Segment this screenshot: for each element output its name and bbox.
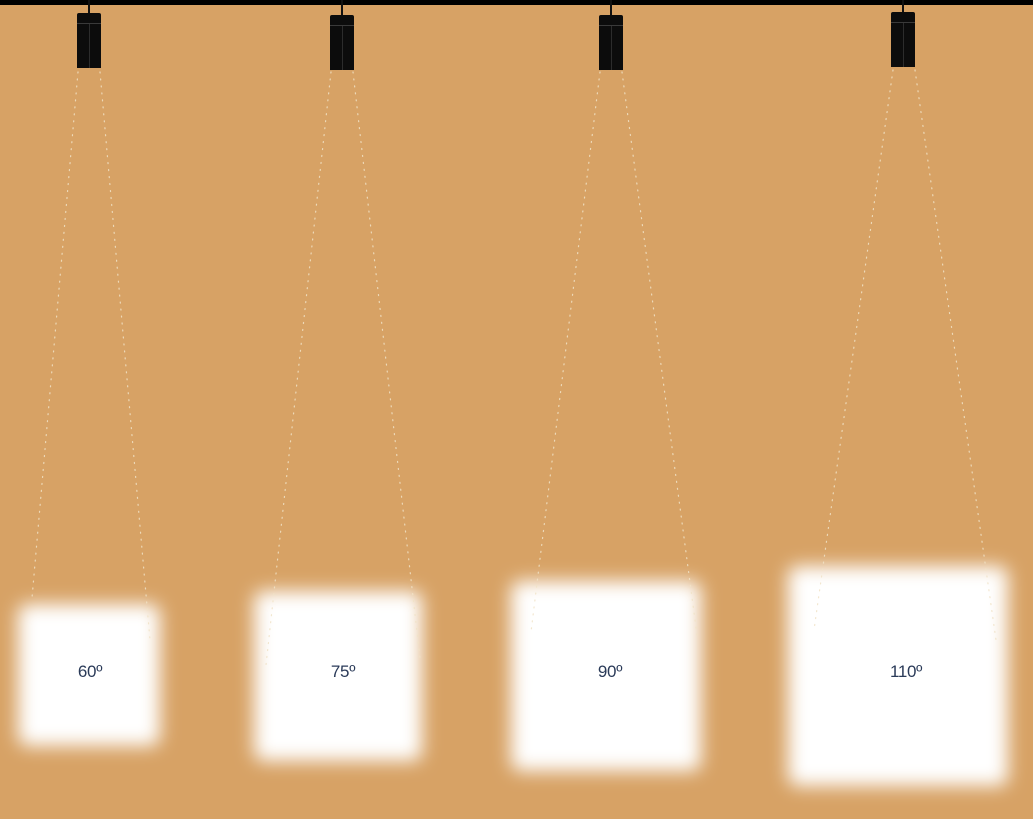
beam-angle-label-75: 75º — [331, 662, 355, 682]
beam-edge-right-60 — [100, 72, 150, 640]
lamp-cord — [88, 0, 90, 13]
lamp-seam — [903, 23, 904, 67]
beam-edge-right-110 — [915, 70, 996, 640]
beam-angle-label-110: 110º — [890, 662, 922, 682]
beam-edge-left-110 — [814, 70, 893, 630]
lamp-cord — [610, 0, 612, 15]
lamp-seam — [342, 26, 343, 70]
pendant-lamp-60 — [77, 0, 101, 68]
lamp-seam — [611, 26, 612, 70]
lamp-cord — [902, 0, 904, 12]
lamp-seam — [89, 24, 90, 68]
beam-angle-label-90: 90º — [598, 662, 622, 682]
lamp-cord — [341, 0, 343, 15]
pendant-lamp-90 — [599, 0, 623, 70]
beam-angle-label-60: 60º — [78, 662, 102, 682]
beam-edge-left-60 — [32, 72, 78, 598]
pendant-lamp-75 — [330, 0, 354, 70]
pendant-lamp-110 — [891, 0, 915, 67]
beam-edge-left-90 — [531, 72, 600, 632]
beam-edge-right-75 — [353, 72, 420, 658]
beam-edge-right-90 — [622, 72, 697, 635]
beam-edge-left-75 — [266, 72, 331, 665]
